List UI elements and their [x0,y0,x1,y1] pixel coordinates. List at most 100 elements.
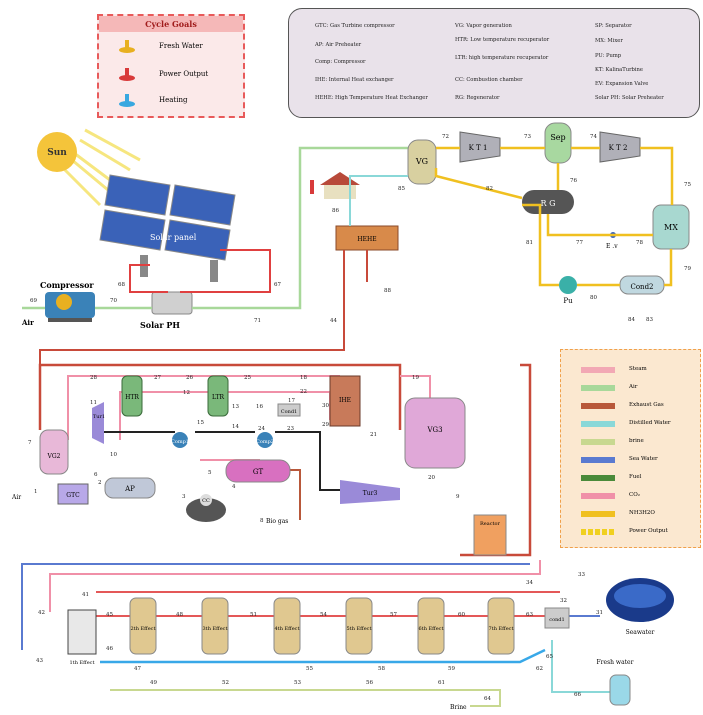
sp-11: 11 [90,400,97,406]
rg-label: R G [541,199,556,208]
sp-82: 82 [486,186,493,192]
sp-5: 5 [208,470,212,476]
sp-57: 57 [390,612,397,618]
comp2-label: Comp2 [256,439,274,445]
sp-62: 62 [536,666,543,672]
sun-label: Sun [47,148,67,158]
sp-7: 7 [28,440,32,446]
sp-2: 2 [98,480,102,486]
sp-15: 15 [197,420,204,426]
sp-51: 51 [250,612,257,618]
sp-33: 33 [578,572,585,578]
solar-ph-label: Solar PH [140,320,180,330]
sp-8: 8 [260,518,264,524]
sp-73: 73 [524,134,531,140]
sp-22: 22 [300,389,307,395]
sp-42: 42 [38,610,45,616]
sp-14: 14 [232,424,239,430]
effect-6-label: 6th Effect [419,626,444,632]
sp-41: 41 [82,592,89,598]
sp-17: 17 [288,398,295,404]
sp-12: 12 [183,390,190,396]
biogas-label: Bio gas [266,518,288,525]
effect-7-label: 7th Effect [489,626,514,632]
mx-label: MX [664,223,678,232]
vg3-label: VG3 [426,426,442,434]
sp-58: 58 [378,666,385,672]
solar-panel [100,175,235,282]
sp-77: 77 [576,240,583,246]
sp-6: 6 [94,472,98,478]
tur1-label: Tur1 [93,414,105,420]
ap-label: AP [124,485,135,493]
sp-20: 20 [428,475,435,481]
cond1-top-label: Cond1 [281,409,297,415]
sp-25: 25 [244,375,251,381]
sp-27: 27 [154,375,161,381]
sp-80: 80 [590,295,597,301]
solar-ph-unit [152,292,192,314]
compressor-label: Compressor [40,280,94,290]
sp-43: 43 [36,658,43,664]
sp-54: 54 [320,612,327,618]
sp-88: 88 [384,288,391,294]
gt-label: GT [253,468,264,476]
sp-49: 49 [150,680,157,686]
air-label: Air [21,318,34,327]
fresh-water-line [552,640,610,692]
brine-label: Brine [450,704,467,711]
cond1-bottom-label: cond1 [549,617,564,623]
sp-29: 29 [322,422,329,428]
kt2-label: K T 2 [609,144,628,152]
sp-66: 66 [574,692,581,698]
vg2-unit [40,430,68,474]
sp-83: 83 [646,317,653,323]
sp-81: 81 [526,240,533,246]
sp-45: 45 [106,612,113,618]
sp-47: 47 [134,666,141,672]
sp-52: 52 [222,680,229,686]
comp1-label: Comp1 [171,439,189,445]
sp-67: 67 [274,282,281,288]
sp-63: 63 [526,612,533,618]
sp-21: 21 [370,432,377,438]
sp-69: 69 [30,298,37,304]
sp-1: 1 [34,489,38,495]
sp-4: 4 [232,484,236,490]
sp-26: 26 [186,375,193,381]
sp-74: 74 [590,134,597,140]
sp-31: 31 [596,610,603,616]
sp-34: 34 [526,580,533,586]
fresh-water-tank-icon [610,675,630,705]
sp-78: 78 [636,240,643,246]
ev-label: E .v [606,243,618,250]
sp-59: 59 [448,666,455,672]
sp-71: 71 [254,318,261,324]
sp-84: 84 [628,317,635,323]
sp-46: 46 [106,646,113,652]
sp-60: 60 [458,612,465,618]
sep-unit [545,123,571,163]
kt1-label: K T 1 [469,144,488,152]
tur1-unit [92,402,104,444]
sp-3: 3 [182,494,186,500]
sp-86: 86 [332,208,339,214]
sp-72: 72 [442,134,449,140]
cc-label: CC [202,498,210,504]
sp-32: 32 [560,598,567,604]
nh3h2o-lines [436,148,672,285]
pu-label: Pu [563,297,573,305]
cond2-label: Cond2 [630,283,653,291]
tur3-label: Tur3 [363,490,378,497]
sp-18: 18 [300,375,307,381]
gtc-label: GTC [66,492,80,499]
seawater-label: Seawater [626,629,655,636]
sp-19: 19 [412,375,419,381]
sp-48: 48 [176,612,183,618]
sp-79: 79 [684,266,691,272]
sp-85: 85 [398,186,405,192]
effect-3-label: 3th Effect [203,626,228,632]
sp-10: 10 [110,452,117,458]
distilled-water-lines [100,650,545,662]
